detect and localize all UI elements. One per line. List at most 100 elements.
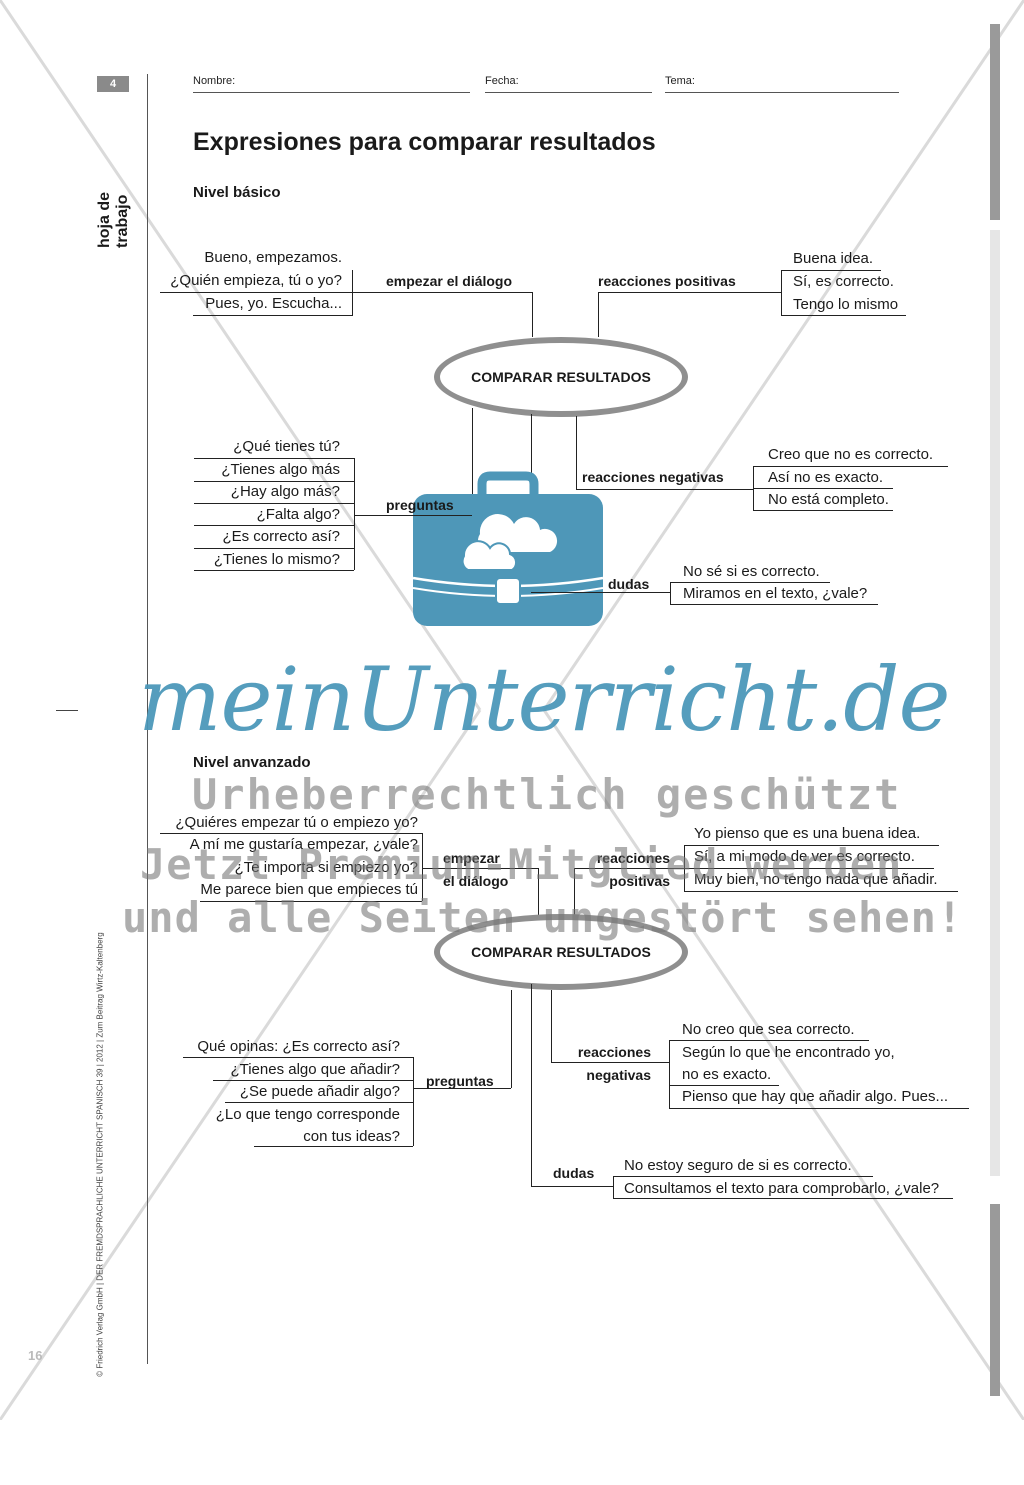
- rule: [354, 458, 355, 570]
- rule: [254, 1146, 413, 1147]
- rule: [538, 868, 539, 928]
- rule: [213, 1080, 413, 1081]
- rule: [576, 416, 577, 490]
- advanced-preguntas-item: Qué opinas: ¿Es correcto así?: [197, 1038, 400, 1055]
- rule: [472, 408, 473, 506]
- tema-field[interactable]: [665, 92, 899, 93]
- rule: [200, 901, 422, 902]
- briefcase-cloud-icon: [412, 471, 604, 626]
- advanced-negativas-item: Según lo que he encontrado yo,: [682, 1044, 895, 1061]
- advanced-dudas-label: dudas: [553, 1165, 595, 1181]
- basic-preguntas-item: ¿Falta algo?: [256, 506, 340, 523]
- rule: [194, 570, 354, 571]
- page-title: Expresiones para comparar resultados: [193, 128, 656, 156]
- watermark-line-3: und alle Seiten ungestört sehen!: [122, 893, 964, 942]
- rule: [413, 1057, 414, 1146]
- basic-preguntas-label: preguntas: [386, 497, 454, 513]
- basic-positivas-item: Sí, es correcto.: [793, 273, 894, 290]
- advanced-positivas-label-1: reacciones: [596, 850, 670, 866]
- rule: [670, 582, 671, 604]
- rule: [160, 292, 353, 293]
- basic-empezar-item: Bueno, empezamos.: [204, 249, 342, 266]
- watermark-logo: meinUnterricht.de: [138, 648, 951, 751]
- rule: [551, 1062, 669, 1063]
- basic-preguntas-item: ¿Qué tienes tú?: [233, 438, 340, 455]
- rule: [574, 868, 684, 869]
- basic-positivas-label: reacciones positivas: [598, 273, 736, 289]
- advanced-preguntas-item: ¿Lo que tengo corresponde: [215, 1106, 400, 1123]
- right-scroll-bar-bottom: [990, 1204, 1000, 1396]
- advanced-preguntas-label: preguntas: [426, 1073, 494, 1089]
- rule: [670, 604, 878, 605]
- advanced-empezar-item: ¿Te importa si empiezo yo?: [234, 859, 418, 876]
- basic-negativas-item: Así no es exacto.: [768, 469, 884, 486]
- rule: [613, 1176, 873, 1177]
- rule: [160, 833, 422, 834]
- advanced-preguntas-item: ¿Tienes algo que añadir?: [230, 1061, 400, 1078]
- rule: [669, 1040, 670, 1108]
- advanced-empezar-label-1: empezar: [443, 850, 500, 866]
- advanced-positivas-item: Yo pienso que es una buena idea.: [694, 825, 921, 842]
- basic-dudas-item: No sé si es correcto.: [683, 563, 820, 580]
- rule: [531, 592, 671, 593]
- basic-heading: Nivel básico: [193, 184, 281, 201]
- rule: [194, 503, 354, 504]
- advanced-center-label: COMPARAR RESULTADOS: [471, 944, 651, 960]
- rule: [684, 891, 958, 892]
- advanced-preguntas-item: con tus ideas?: [303, 1128, 400, 1145]
- rule: [551, 990, 552, 1062]
- advanced-negativas-item: No creo que sea correcto.: [682, 1021, 855, 1038]
- advanced-negativas-item: no es exacto.: [682, 1066, 772, 1083]
- fecha-label: Fecha:: [485, 75, 519, 87]
- basic-preguntas-item: ¿Es correcto así?: [222, 528, 340, 545]
- basic-dudas-label: dudas: [608, 576, 650, 592]
- left-margin-rule: [147, 74, 148, 1364]
- rule: [511, 990, 512, 1088]
- rule: [194, 525, 354, 526]
- diagonal-watermark-lines: [0, 0, 1024, 1420]
- advanced-positivas-item: Muy bien, no tengo nada que añadir.: [694, 871, 938, 888]
- advanced-empezar-label-2: el diálogo: [443, 873, 509, 889]
- fecha-field[interactable]: [485, 92, 652, 93]
- basic-preguntas-item: ¿Tienes lo mismo?: [213, 551, 340, 568]
- rule: [354, 515, 472, 516]
- advanced-dudas-item: No estoy seguro de si es correcto.: [624, 1157, 852, 1174]
- rule: [574, 868, 575, 928]
- basic-preguntas-item: ¿Tienes algo más: [221, 461, 340, 478]
- nombre-label: Nombre:: [193, 75, 236, 87]
- basic-dudas-item: Miramos en el texto, ¿vale?: [683, 585, 868, 602]
- rule: [669, 1085, 779, 1086]
- advanced-center-ellipse: COMPARAR RESULTADOS: [434, 914, 688, 990]
- nombre-field[interactable]: [193, 92, 470, 93]
- rule: [194, 548, 354, 549]
- rule: [422, 833, 423, 901]
- basic-negativas-label: reacciones negativas: [582, 469, 724, 485]
- right-scroll-bar-top: [990, 24, 1000, 220]
- rule: [781, 315, 906, 316]
- basic-center-label: COMPARAR RESULTADOS: [471, 369, 651, 385]
- rule: [781, 270, 881, 271]
- page-number-badge: 4: [97, 76, 129, 92]
- rule: [532, 292, 533, 337]
- rule: [781, 270, 782, 315]
- advanced-heading: Nivel anvanzado: [193, 754, 311, 771]
- rule: [598, 292, 781, 293]
- copyright-text: © Friedrich Verlag GmbH | DER FREMDSPRAC…: [95, 932, 105, 1377]
- rule: [753, 510, 893, 511]
- rule: [684, 868, 934, 869]
- advanced-positivas-item: Sí, a mi modo de ver es correcto.: [694, 848, 915, 865]
- rule: [613, 1198, 953, 1199]
- rule: [225, 1102, 413, 1103]
- rule: [684, 845, 939, 846]
- rule: [576, 489, 753, 490]
- advanced-empezar-item: Me parece bien que empieces tú: [200, 881, 418, 898]
- rule: [352, 292, 532, 293]
- watermark-line-1: Urheberrechtlich geschützt: [192, 770, 902, 819]
- advanced-negativas-label-1: reacciones: [577, 1044, 651, 1060]
- basic-empezar-item: ¿Quién empieza, tú o yo?: [170, 272, 342, 289]
- rule: [669, 1108, 969, 1109]
- rule: [598, 292, 599, 337]
- rule: [531, 984, 532, 1186]
- rule: [670, 582, 830, 583]
- basic-empezar-label: empezar el diálogo: [386, 273, 513, 289]
